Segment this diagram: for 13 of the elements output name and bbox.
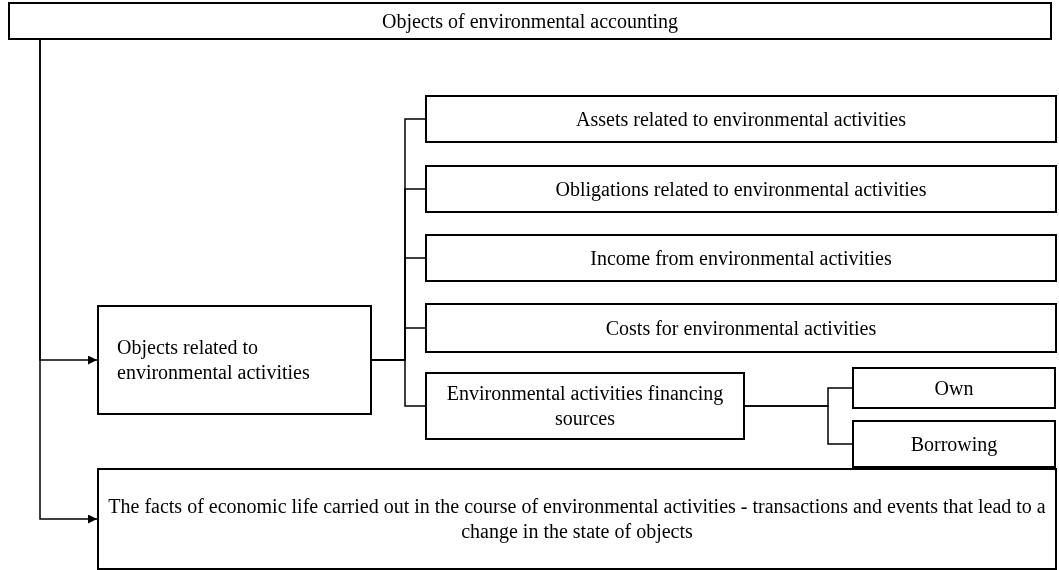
connector-line: [744, 405, 853, 445]
description-box: The facts of economic life carried out in the course of environmental activities - transactions and events that lead to a change in the state of objects: [97, 468, 1057, 570]
title-box: Objects of environmental accounting: [8, 2, 1052, 40]
category-box: Objects related to environmental activities: [97, 305, 372, 415]
item-box: Obligations related to environmental activities: [425, 165, 1057, 213]
connector-line: [371, 359, 426, 407]
item-box: Income from environmental activities: [425, 234, 1057, 282]
item-box: Costs for environmental activities: [425, 303, 1057, 353]
arrow: [39, 39, 98, 524]
item-box: Borrowing: [852, 420, 1056, 468]
item-box: Assets related to environmental activities: [425, 95, 1057, 143]
item-box: Own: [852, 367, 1056, 409]
item-box: Environmental activities financing sources: [425, 372, 745, 440]
